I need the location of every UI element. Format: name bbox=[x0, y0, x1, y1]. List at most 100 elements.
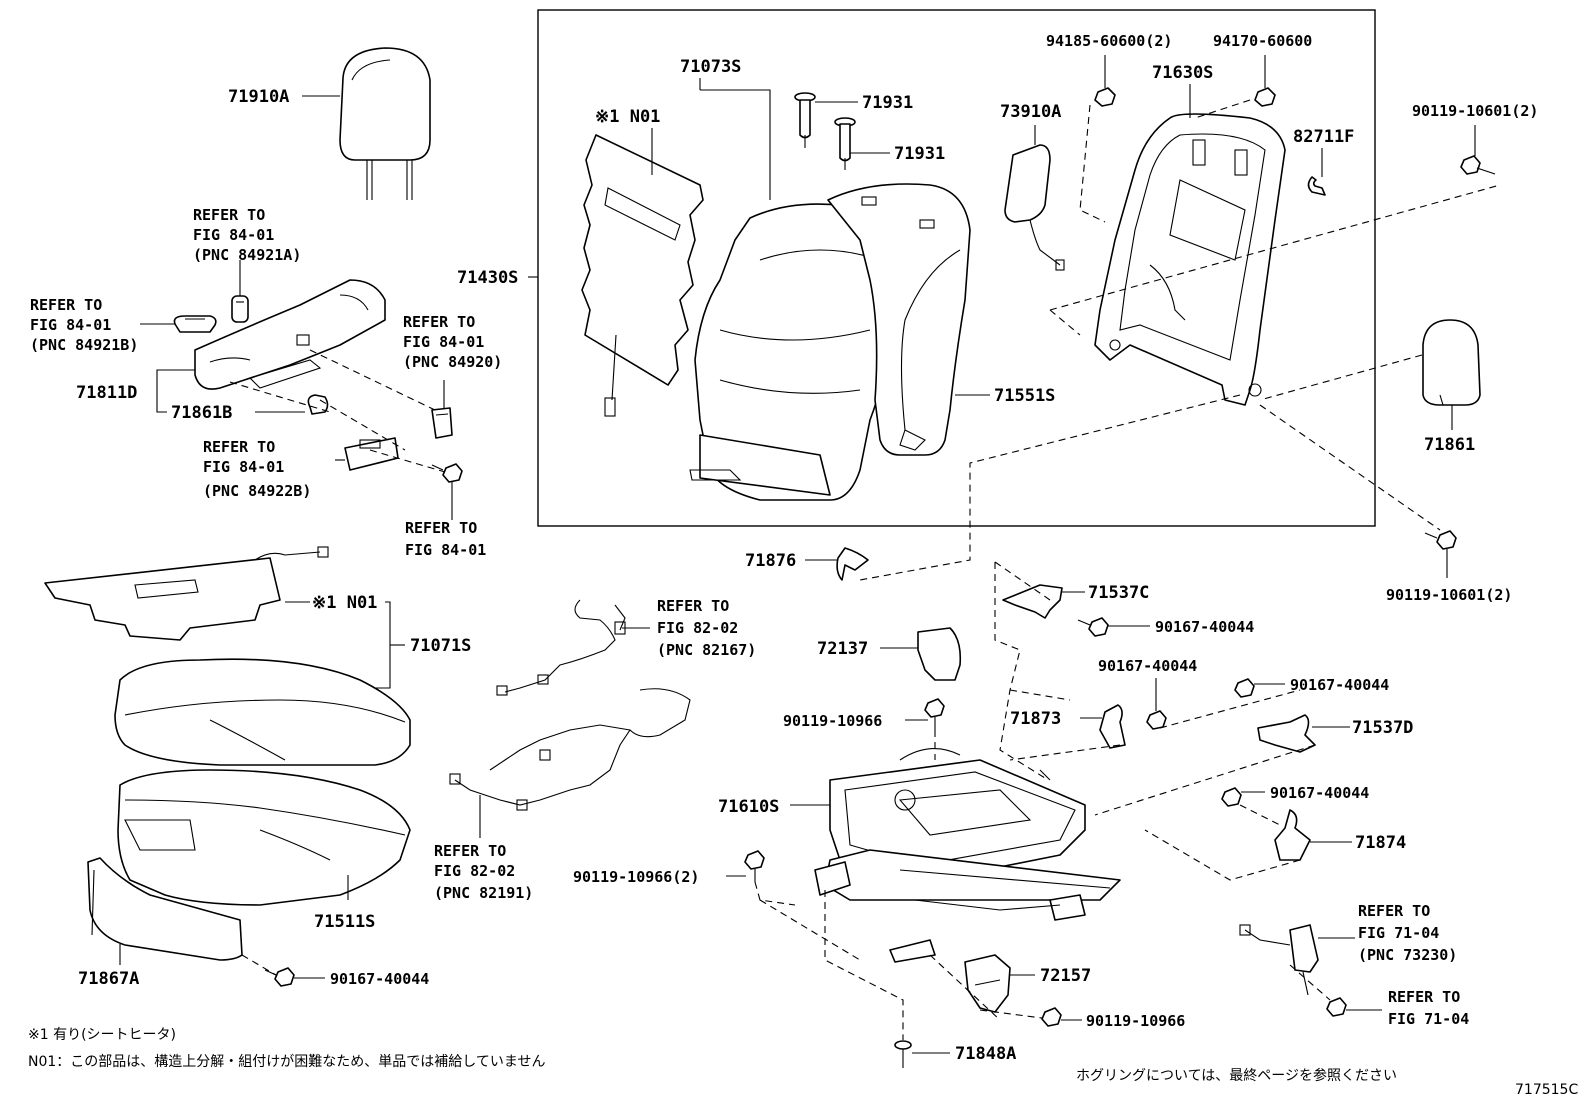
screw-90167-mid[interactable] bbox=[1146, 710, 1167, 730]
svg-text:REFER TO: REFER TO bbox=[193, 206, 265, 224]
headrest-cover-71861[interactable] bbox=[1422, 319, 1481, 406]
cover-71876[interactable] bbox=[836, 547, 869, 581]
svg-text:REFER TO: REFER TO bbox=[203, 438, 275, 456]
headrest-71910a[interactable] bbox=[339, 47, 431, 200]
front-panel-71867a[interactable] bbox=[87, 857, 243, 961]
seatback-frame-71630s[interactable] bbox=[1094, 113, 1286, 406]
figure-code: 717515C bbox=[1515, 1082, 1578, 1098]
label-71430s: 71430S bbox=[457, 268, 518, 288]
screw-90167-c[interactable] bbox=[1077, 617, 1109, 637]
bolt-90119-10966-a[interactable] bbox=[924, 698, 945, 730]
svg-text:FIG 71-04: FIG 71-04 bbox=[1388, 1010, 1469, 1028]
label-71610s: 71610S bbox=[718, 797, 779, 817]
label-71073s: 71073S bbox=[680, 57, 741, 77]
nut-94185[interactable] bbox=[1094, 87, 1116, 107]
seat-cushion-cover[interactable] bbox=[117, 769, 411, 906]
bracket-71537d[interactable] bbox=[1257, 714, 1316, 753]
label-90167-mid: 90167-40044 bbox=[1098, 657, 1197, 675]
label-71537c: 71537C bbox=[1088, 583, 1149, 603]
ref-82191: REFER TO FIG 82-02 (PNC 82191) bbox=[434, 842, 533, 902]
label-90167-874: 90167-40044 bbox=[1270, 784, 1369, 802]
ref-71-04: REFER TO FIG 71-04 bbox=[1388, 988, 1469, 1028]
bracket-71537c[interactable] bbox=[1002, 584, 1063, 619]
svg-text:(PNC 84921A): (PNC 84921A) bbox=[193, 246, 301, 264]
label-90167-c: 90167-40044 bbox=[1155, 618, 1254, 636]
svg-text:REFER TO: REFER TO bbox=[1358, 902, 1430, 920]
svg-text:FIG 84-01: FIG 84-01 bbox=[405, 541, 486, 559]
ref-73230: REFER TO FIG 71-04 (PNC 73230) bbox=[1358, 902, 1457, 964]
wire-harness-82191[interactable] bbox=[449, 688, 691, 811]
label-72157: 72157 bbox=[1040, 966, 1091, 986]
footnote-hog-ring: ホグリングについては、最終ページを参照ください bbox=[1076, 1067, 1397, 1084]
ref-84-01: REFER TO FIG 84-01 bbox=[405, 519, 486, 559]
bolt-90119-10966-b[interactable] bbox=[1041, 1007, 1062, 1027]
cushion-heater-sheet[interactable] bbox=[44, 546, 329, 641]
svg-text:(PNC 84921B): (PNC 84921B) bbox=[30, 336, 138, 354]
label-71874: 71874 bbox=[1355, 833, 1406, 853]
wire-harness-82167[interactable] bbox=[496, 599, 626, 696]
screw-90167-874[interactable] bbox=[1221, 787, 1242, 807]
screw-90167-right[interactable] bbox=[1234, 678, 1255, 698]
bolt-90119-10966-2[interactable] bbox=[744, 850, 765, 882]
ref-84921a: REFER TO FIG 84-01 (PNC 84921A) bbox=[193, 206, 301, 264]
seat-cushion-pad[interactable] bbox=[114, 658, 411, 766]
connector-84920[interactable] bbox=[431, 407, 453, 439]
svg-text:(PNC 84922B): (PNC 84922B) bbox=[203, 482, 311, 500]
label-90119-10966-2: 90119-10966(2) bbox=[573, 868, 699, 886]
label-71931-b: 71931 bbox=[894, 144, 945, 164]
label-94170: 94170-60600 bbox=[1213, 32, 1312, 50]
label-73910a: 73910A bbox=[1000, 102, 1061, 122]
cover-72137[interactable] bbox=[917, 627, 962, 681]
slide-knob[interactable] bbox=[231, 295, 249, 323]
ref-84921b: REFER TO FIG 84-01 (PNC 84921B) bbox=[30, 296, 138, 354]
screw-90167-bottom[interactable] bbox=[264, 967, 295, 987]
ref-84920: REFER TO FIG 84-01 (PNC 84920) bbox=[403, 313, 502, 371]
side-shield-71811d[interactable] bbox=[194, 279, 386, 390]
footnote-n01: N01：この部品は、構造上分解・組付けが困難なため、単品では補給していません bbox=[28, 1054, 545, 1070]
headrest-guide-71931-b[interactable] bbox=[834, 117, 856, 170]
svg-text:REFER TO: REFER TO bbox=[403, 313, 475, 331]
label-71861b: 71861B bbox=[171, 403, 232, 423]
label-71811d: 71811D bbox=[76, 383, 137, 403]
label-71630s: 71630S bbox=[1152, 63, 1213, 83]
label-n01-bottom: ※1 N01 bbox=[312, 593, 377, 613]
seatback-cover[interactable] bbox=[827, 183, 971, 456]
label-71931-a: 71931 bbox=[862, 93, 913, 113]
nut-71-04[interactable] bbox=[1326, 997, 1347, 1017]
svg-text:FIG 71-04: FIG 71-04 bbox=[1358, 924, 1439, 942]
belt-buckle-73230[interactable] bbox=[1239, 924, 1319, 996]
label-94185: 94185-60600(2) bbox=[1046, 32, 1172, 50]
bolt-90119-10601-top[interactable] bbox=[1460, 155, 1496, 175]
label-71910a: 71910A bbox=[228, 87, 289, 107]
label-90167-bottom: 90167-40044 bbox=[330, 970, 429, 988]
seat-track-71610s[interactable] bbox=[814, 748, 1121, 963]
headrest-guide-71931-a[interactable] bbox=[794, 92, 816, 148]
label-71511s: 71511S bbox=[314, 912, 375, 932]
svg-text:(PNC 82191): (PNC 82191) bbox=[434, 884, 533, 902]
cap-71861b[interactable] bbox=[307, 394, 329, 415]
label-72137: 72137 bbox=[817, 639, 868, 659]
nut-94170[interactable] bbox=[1254, 87, 1276, 107]
seatback-heater-sheet[interactable] bbox=[581, 134, 704, 417]
svg-text:REFER TO: REFER TO bbox=[434, 842, 506, 860]
recline-knob[interactable] bbox=[173, 315, 217, 333]
bracket-71874[interactable] bbox=[1274, 809, 1311, 861]
cover-72157[interactable] bbox=[964, 954, 1011, 1013]
clip-71848a[interactable] bbox=[894, 1040, 912, 1068]
seatback-assembly-frame bbox=[537, 9, 1376, 527]
label-90167-right: 90167-40044 bbox=[1290, 676, 1389, 694]
clip-82711f[interactable] bbox=[1307, 176, 1326, 196]
bracket-71873[interactable] bbox=[1099, 704, 1126, 749]
svg-text:FIG 84-01: FIG 84-01 bbox=[193, 226, 274, 244]
svg-text:REFER TO: REFER TO bbox=[30, 296, 102, 314]
label-71876: 71876 bbox=[745, 551, 796, 571]
svg-text:REFER TO: REFER TO bbox=[1388, 988, 1460, 1006]
bolt-90119-10601-bottom[interactable] bbox=[1424, 530, 1457, 550]
side-airbag-73910a[interactable] bbox=[1004, 144, 1065, 271]
label-71551s: 71551S bbox=[994, 386, 1055, 406]
switch-84922b[interactable] bbox=[344, 437, 399, 471]
footnote-heater: ※1 有り(シートヒータ) bbox=[28, 1027, 176, 1043]
label-71537d: 71537D bbox=[1352, 718, 1413, 738]
label-71873: 71873 bbox=[1010, 709, 1061, 729]
screw-84-01[interactable] bbox=[431, 463, 463, 483]
